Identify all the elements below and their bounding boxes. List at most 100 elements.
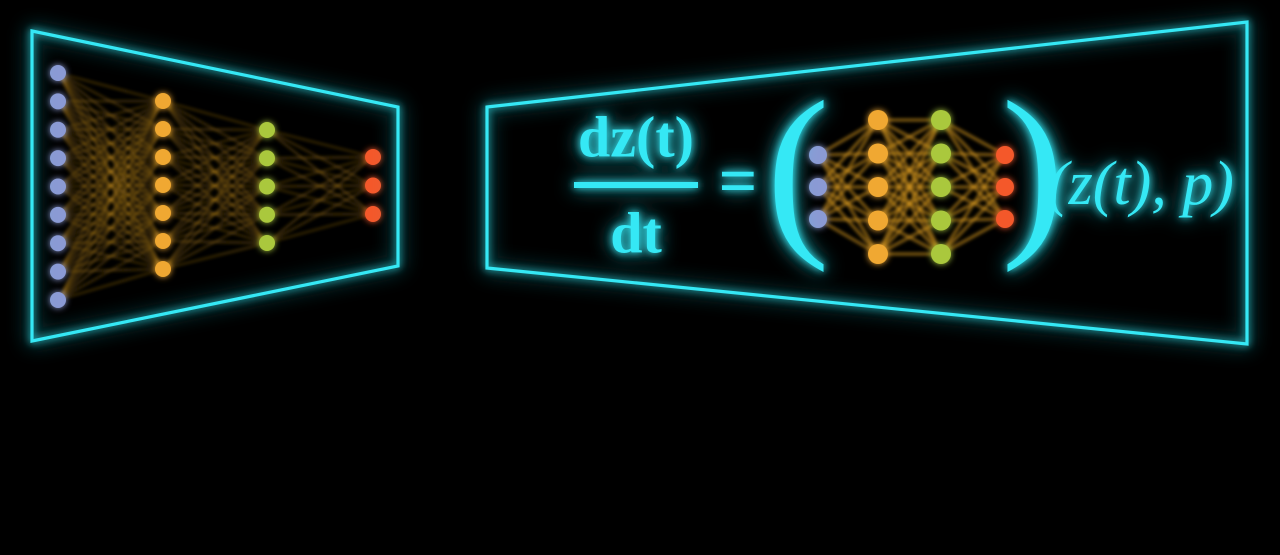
- network-edge: [266, 213, 374, 244]
- network-node-input-layer: [809, 210, 827, 228]
- network-edge: [939, 153, 1007, 189]
- network-edge: [876, 118, 943, 256]
- network-edge: [162, 128, 268, 131]
- inner-network-nodes: [809, 110, 1014, 264]
- network-node-hidden-layer-2: [931, 244, 951, 264]
- network-edge: [57, 240, 164, 301]
- network-edge: [162, 242, 268, 270]
- network-node-input-layer: [50, 93, 66, 110]
- left-panel-group: [30, 29, 400, 343]
- network-edge: [57, 156, 164, 301]
- network-node-input-layer: [50, 178, 66, 195]
- network-edge: [57, 100, 164, 216]
- equation-arguments: (z(t), p): [1048, 150, 1234, 218]
- network-edge: [162, 100, 268, 131]
- network-node-input-layer: [50, 150, 66, 167]
- network-node-output-layer: [996, 146, 1014, 164]
- network-edge: [266, 129, 374, 158]
- network-edge: [939, 153, 1007, 222]
- network-edge: [816, 185, 880, 221]
- network-edge: [876, 118, 943, 189]
- network-edge: [57, 100, 164, 244]
- network-node-hidden-layer-1: [155, 93, 171, 109]
- network-edge: [57, 128, 164, 301]
- network-edge: [266, 156, 374, 188]
- network-edge: [939, 217, 1007, 256]
- network-node-input-layer: [50, 292, 66, 308]
- network-edge: [162, 129, 268, 242]
- network-node-hidden-layer-1: [155, 121, 171, 137]
- network-node-output-layer: [365, 149, 381, 165]
- network-node-hidden-layer-2: [931, 143, 951, 164]
- network-node-hidden-layer-1: [155, 149, 171, 165]
- network-edge: [57, 100, 164, 273]
- equation-denominator: dt: [610, 200, 662, 265]
- left-network-edges: [57, 72, 374, 301]
- network-edge: [816, 118, 880, 157]
- right-panel-group: dz(t) dt = ( ) (z(t), p): [485, 20, 1249, 346]
- network-node-hidden-layer-1: [868, 143, 888, 164]
- network-edge: [876, 152, 943, 256]
- network-edge: [57, 72, 164, 102]
- network-node-input-layer: [50, 235, 66, 252]
- network-node-output-layer: [996, 210, 1014, 228]
- network-node-input-layer: [50, 121, 66, 138]
- equation-right-paren: ): [1001, 64, 1064, 274]
- equation-numerator: dz(t): [578, 104, 694, 169]
- network-edge: [876, 118, 943, 222]
- network-edge: [816, 118, 880, 221]
- inner-network-edges: [816, 118, 1007, 256]
- network-edge: [162, 129, 268, 214]
- network-edge: [266, 156, 374, 244]
- left-network-nodes: [50, 65, 381, 308]
- network-edge: [162, 129, 268, 186]
- network-edge: [939, 152, 1007, 157]
- network-edge: [876, 118, 943, 155]
- left-panel-frame: [30, 29, 400, 343]
- network-node-hidden-layer-2: [931, 110, 951, 130]
- network-edge: [876, 219, 943, 256]
- network-node-input-layer: [50, 206, 66, 223]
- network-edge: [57, 212, 164, 301]
- network-node-hidden-layer-1: [868, 177, 888, 197]
- network-node-hidden-layer-2: [259, 122, 275, 138]
- network-node-output-layer: [996, 178, 1014, 196]
- network-edge: [876, 185, 943, 256]
- network-node-input-layer: [809, 146, 827, 164]
- network-edge: [57, 100, 164, 188]
- network-edge: [162, 129, 268, 270]
- right-panel-frame: [485, 20, 1249, 346]
- network-node-output-layer: [365, 177, 381, 194]
- equation-group: dz(t) dt = ( ) (z(t), p): [574, 64, 1234, 274]
- network-node-hidden-layer-1: [155, 205, 171, 221]
- network-node-hidden-layer-1: [155, 177, 171, 193]
- network-edge: [57, 100, 164, 159]
- network-edge: [266, 156, 374, 159]
- network-node-hidden-layer-2: [931, 177, 951, 197]
- network-node-output-layer: [365, 206, 381, 222]
- network-edge: [57, 100, 164, 131]
- network-edge: [939, 118, 1007, 157]
- network-node-hidden-layer-2: [259, 235, 275, 251]
- equation-equals-sign: =: [719, 143, 758, 219]
- network-edge: [939, 185, 1007, 256]
- network-edge: [162, 185, 268, 270]
- network-edge: [816, 118, 880, 189]
- network-node-hidden-layer-2: [259, 206, 275, 223]
- network-node-hidden-layer-1: [868, 110, 888, 130]
- network-node-hidden-layer-1: [155, 261, 171, 277]
- equation-fraction-bar: [574, 182, 698, 188]
- network-node-hidden-layer-2: [931, 210, 951, 231]
- network-edge: [57, 100, 164, 301]
- network-edge: [816, 217, 880, 222]
- network-edge: [939, 153, 1007, 256]
- network-edge: [266, 184, 374, 244]
- network-edge: [816, 152, 880, 221]
- network-node-hidden-layer-1: [868, 210, 888, 231]
- network-node-input-layer: [809, 178, 827, 196]
- network-edge: [57, 268, 164, 301]
- network-node-hidden-layer-1: [155, 233, 171, 249]
